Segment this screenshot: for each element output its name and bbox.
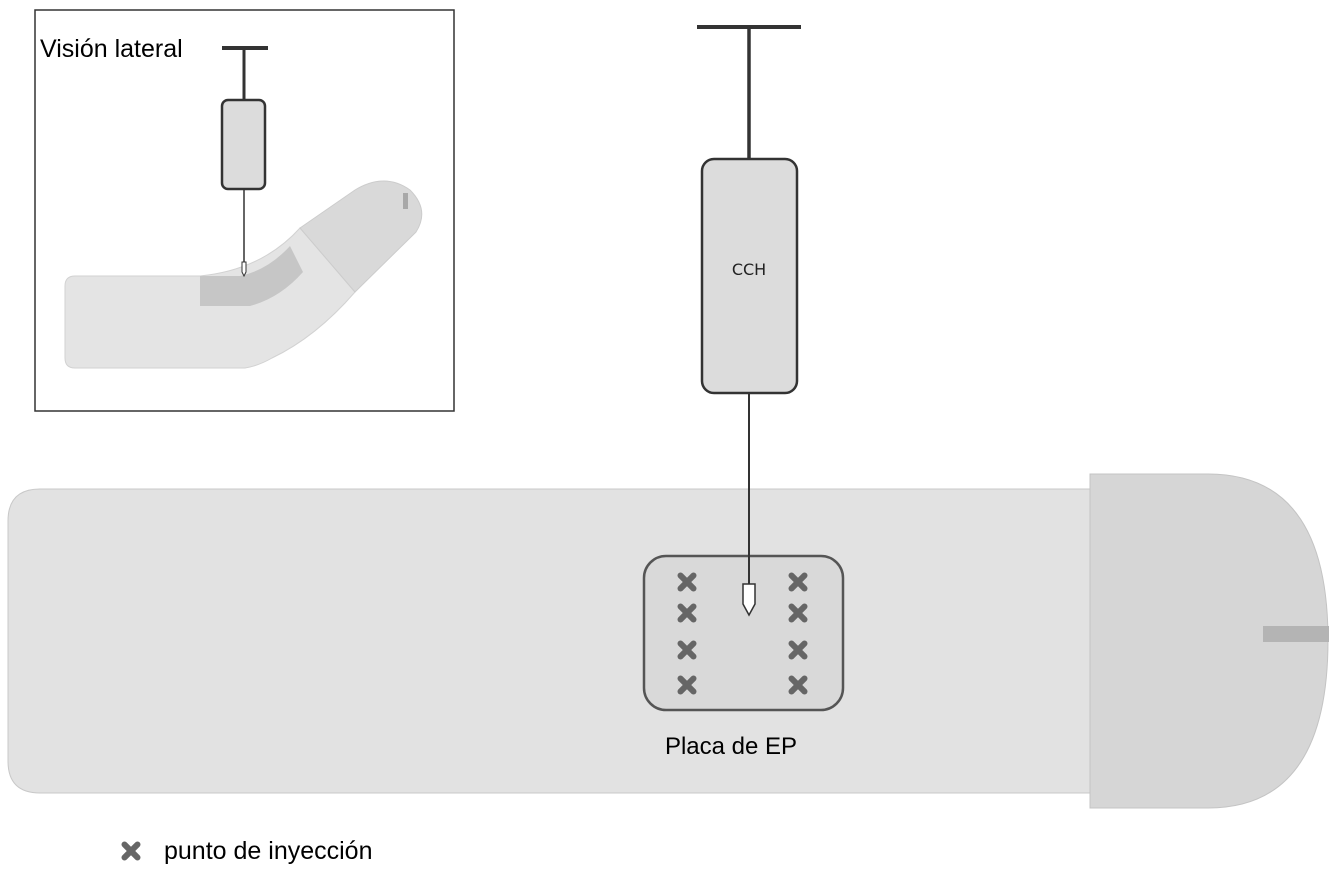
needle-tip [742, 583, 756, 617]
inset-glans [299, 180, 423, 293]
plaque-label: Placa de EP [665, 733, 797, 760]
injection-point [677, 640, 697, 660]
legend-label: punto de inyección [164, 837, 372, 865]
injection-point [788, 603, 808, 623]
injection-point [788, 675, 808, 695]
pe-plaque [642, 554, 845, 712]
injection-point [677, 675, 697, 695]
injection-point [788, 572, 808, 592]
legend-x-mark [121, 841, 141, 861]
legend: punto de inyección [121, 837, 372, 865]
injection-points [677, 572, 808, 695]
inset-title: Visión lateral [40, 35, 183, 63]
syringe-label: CCH [732, 260, 766, 279]
inset-lateral-view: Visión lateral [34, 9, 455, 412]
penis-shaft [7, 488, 1091, 794]
x-mark-icon [121, 841, 141, 861]
cch-syringe: CCH [697, 25, 801, 617]
plaque-region [642, 554, 845, 712]
urethral-meatus [1263, 626, 1329, 642]
injection-point [677, 603, 697, 623]
injection-point [788, 640, 808, 660]
inset-syringe [220, 46, 268, 278]
inset-meatus [403, 193, 408, 209]
inset-plaque [200, 246, 303, 306]
injection-point [677, 572, 697, 592]
